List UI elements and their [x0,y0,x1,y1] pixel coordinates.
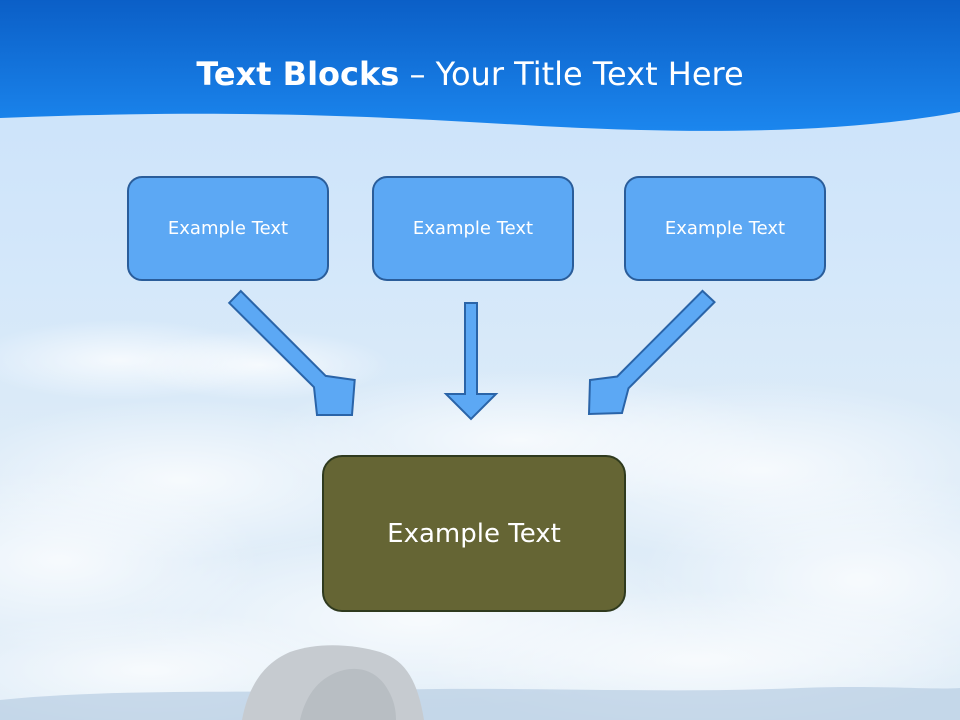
text-block-label: Example Text [412,218,534,239]
slide-title: Text Blocks – Your Title Text Here [0,52,940,96]
text-block-center[interactable]: Example Text [372,176,574,281]
title-regular-part: – Your Title Text Here [399,55,744,93]
text-block-label: Example Text [664,218,786,239]
text-block-main[interactable]: Example Text [322,455,626,612]
text-block-main-label: Example Text [387,518,561,549]
hills [0,687,960,720]
title-bold-part: Text Blocks [196,55,400,93]
text-block-left[interactable]: Example Text [127,176,329,281]
text-block-label: Example Text [167,218,289,239]
text-block-right[interactable]: Example Text [624,176,826,281]
header-band [0,0,960,131]
